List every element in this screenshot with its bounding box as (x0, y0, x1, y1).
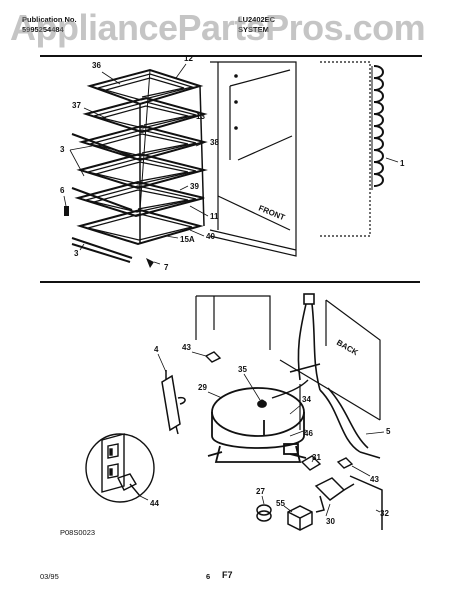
callout-12: 12 (184, 54, 193, 63)
callout-5: 5 (386, 427, 391, 436)
revision-date: 03/95 (40, 572, 59, 581)
wire-harness (289, 293, 381, 459)
callout-34: 34 (302, 395, 311, 404)
model-number: LU2402EC (238, 15, 276, 24)
callout-55: 55 (276, 499, 285, 508)
callout-29: 29 (198, 383, 207, 392)
drain-fitting-7 (146, 258, 154, 268)
bottom-leader-lines (139, 351, 385, 517)
callout-4: 4 (154, 345, 159, 354)
wall-outlet (85, 433, 155, 503)
callout-39: 39 (190, 182, 199, 191)
callout-6: 6 (60, 186, 65, 195)
publication-label: Publication No. (22, 15, 77, 24)
shelf-coil-6 (76, 208, 204, 246)
callout-13: 13 (196, 112, 205, 121)
page-number: 6 (206, 572, 211, 581)
cabinet-front-label: FRONT (257, 204, 286, 223)
callout-43-top: 43 (182, 343, 191, 352)
shelf-coil-3 (78, 124, 208, 162)
page-code: F7 (222, 570, 233, 580)
drawing-id: P08S0023 (60, 528, 96, 537)
clip-43-right (336, 457, 354, 469)
filter-drier (161, 370, 186, 435)
bottom-callouts: 4 43 29 35 34 46 5 31 43 44 27 55 30 32 (150, 343, 391, 526)
callout-44: 44 (150, 499, 159, 508)
clip-43-top (204, 351, 222, 363)
top-callouts: 36 12 37 13 3 38 6 39 11 40 3 15A 7 1 (60, 54, 405, 272)
capacitor-55 (287, 505, 313, 531)
callout-36: 36 (92, 61, 101, 70)
shelf-clip-6 (64, 206, 69, 216)
cabinet-back-corner (195, 295, 381, 430)
compressor (207, 379, 309, 463)
relay-overload (314, 475, 383, 530)
callout-15a: 15A (180, 235, 195, 244)
screw-35 (259, 399, 265, 405)
callout-40: 40 (206, 232, 215, 241)
callout-7: 7 (164, 263, 169, 272)
callout-27: 27 (256, 487, 265, 496)
watermark-text: AppliancePartsPros.com (10, 7, 426, 48)
callout-46: 46 (304, 429, 313, 438)
shelf-coil-5 (74, 180, 205, 218)
evaporator-shelf-coils (74, 68, 208, 246)
callout-1: 1 (400, 159, 405, 168)
section-title: SYSTEM (238, 25, 269, 34)
callout-35: 35 (238, 365, 247, 374)
callout-32: 32 (380, 509, 389, 518)
callout-38: 38 (210, 138, 219, 147)
callout-3-lower: 3 (74, 249, 79, 258)
freezer-cabinet (209, 61, 371, 257)
callout-30: 30 (326, 517, 335, 526)
callout-11: 11 (210, 212, 219, 221)
shelf-coil-2 (82, 96, 208, 134)
condenser-coil (371, 65, 384, 190)
cabinet-back-label: BACK (335, 338, 360, 357)
grommet-27 (256, 504, 272, 522)
top-leader-lines (63, 63, 399, 265)
callout-31: 31 (312, 453, 321, 462)
terminal-cover-31 (300, 455, 322, 471)
shelf-coil-4 (76, 152, 208, 190)
callout-43-right: 43 (370, 475, 379, 484)
callout-3-upper: 3 (60, 145, 65, 154)
callout-37: 37 (72, 101, 81, 110)
publication-number: 5995254484 (22, 25, 64, 34)
